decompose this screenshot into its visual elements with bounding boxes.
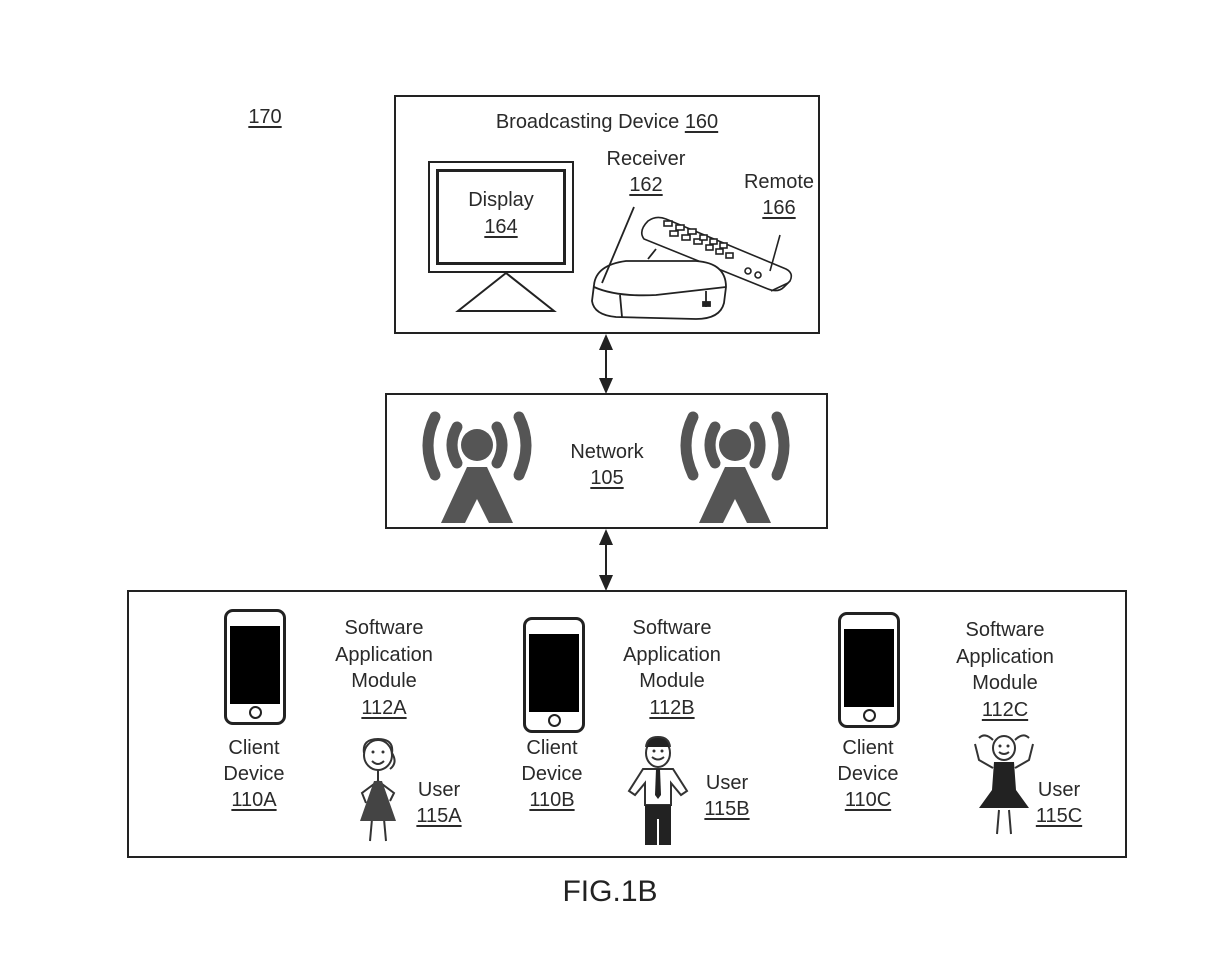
client-device-label: Client [842,737,894,759]
client-device-label: Device [837,763,899,785]
software-module-label: Module [972,672,1038,694]
client-device-phone-icon [523,617,585,733]
figure-caption: FIG.1B [562,875,658,908]
receiver-ref: 162 [629,174,663,196]
network-ref: 105 [590,467,624,489]
broadcasting-device-box: Broadcasting Device 160 Display 164 Rece… [394,95,820,334]
client-device-label: Client [526,737,578,759]
broadcasting-device-ref: 160 [684,111,719,133]
client-device-phone-icon [224,609,286,725]
client-device-phone-icon [838,612,900,728]
client-device-ref: 110C [844,789,892,811]
software-module-label: Software [965,619,1045,641]
client-device-label: Device [521,763,583,785]
network-box: Network 105 [385,393,828,529]
user-boy-icon [627,735,689,845]
figure-reference: 170 [248,106,282,128]
display-monitor-icon [428,161,574,273]
bidirectional-arrow-broadcast-network [599,334,613,394]
user-ref: 115A [416,805,462,827]
client-device-ref: 110A [231,789,277,811]
user-girl-icon [360,737,396,842]
bidirectional-arrow-network-clients [599,529,613,591]
user-label: User [417,779,461,801]
display-stand-icon [455,271,557,312]
software-module-label: Software [632,617,712,639]
network-label: Network [570,441,644,463]
antenna-tower-icon [680,411,790,523]
clients-box: Client Device 110A Software Application … [127,590,1127,858]
display-ref: 164 [484,216,518,238]
software-module-ref: 112C [981,699,1029,721]
software-module-label: Module [639,670,705,692]
user-ref: 115C [1035,805,1083,827]
remote-label: Remote [743,171,815,193]
antenna-tower-icon [422,411,532,523]
user-girl-pigtails-icon [974,734,1034,835]
software-module-label: Software [344,617,424,639]
software-module-label: Application [335,644,433,666]
remote-ref: 166 [762,197,796,219]
user-label: User [1037,779,1081,801]
receiver-label: Receiver [606,148,686,170]
receiver-and-remote-icon [591,206,793,320]
broadcasting-device-title: Broadcasting Device 160 [396,109,818,135]
remote-icon [640,216,793,292]
receiver-icon [591,206,727,320]
client-device-ref: 110B [529,789,575,811]
software-module-ref: 112B [649,697,695,719]
client-device-label: Client [228,737,280,759]
broadcasting-device-label: Broadcasting Device [495,111,680,133]
software-module-label: Application [956,646,1054,668]
client-device-label: Device [223,763,285,785]
software-module-ref: 112A [361,697,407,719]
display-label: Display [468,189,534,211]
user-ref: 115B [704,798,750,820]
user-label: User [705,772,749,794]
software-module-label: Module [351,670,417,692]
software-module-label: Application [623,644,721,666]
